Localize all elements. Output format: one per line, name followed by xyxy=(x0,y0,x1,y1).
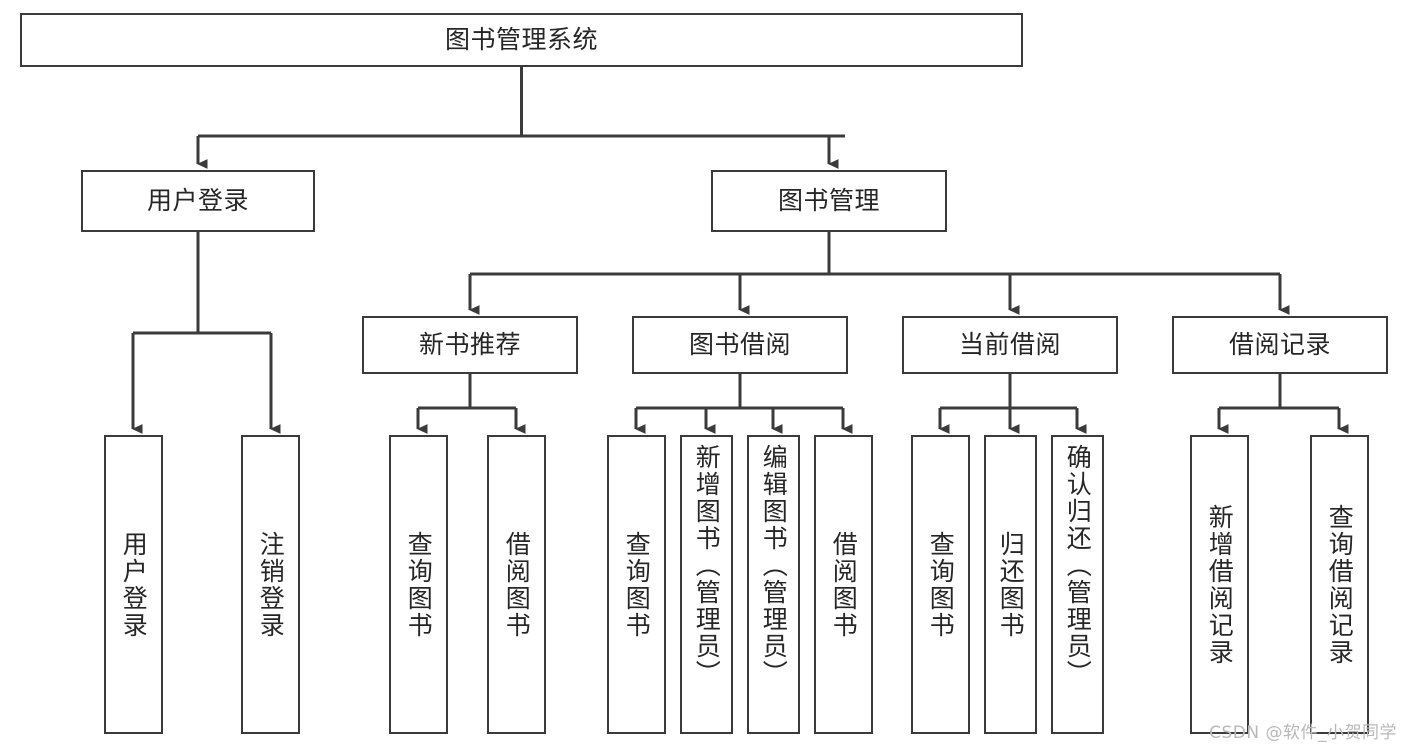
node-current-borrow[interactable]: 当前借阅 xyxy=(902,316,1118,374)
node-user-login[interactable]: 用户登录 xyxy=(81,170,315,232)
leaf-query-book-3-label: 查询图书 xyxy=(926,530,956,639)
leaf-user-logout-label: 注销登录 xyxy=(256,530,286,639)
leaf-user-logout[interactable]: 注销登录 xyxy=(241,435,300,734)
leaf-confirm-return-label: 确认归还（管理员） xyxy=(1063,444,1093,687)
leaf-query-book-2[interactable]: 查询图书 xyxy=(607,435,666,734)
leaf-user-login[interactable]: 用户登录 xyxy=(104,435,163,734)
node-user-login-label: 用户登录 xyxy=(146,186,249,215)
node-current-borrow-label: 当前借阅 xyxy=(958,330,1061,359)
node-root[interactable]: 图书管理系统 xyxy=(20,13,1023,67)
csdn-watermark: CSDN @软件_小贺同学 xyxy=(1209,723,1397,743)
leaf-user-login-label: 用户登录 xyxy=(119,530,149,639)
node-book-borrow-label: 图书借阅 xyxy=(688,330,791,359)
leaf-confirm-return[interactable]: 确认归还（管理员） xyxy=(1051,435,1104,734)
node-new-book-rec-label: 新书推荐 xyxy=(418,330,521,359)
leaf-edit-book-label: 编辑图书（管理员） xyxy=(759,444,789,687)
leaf-add-record-label: 新增借阅记录 xyxy=(1205,503,1235,666)
leaf-query-book-1[interactable]: 查询图书 xyxy=(389,435,448,734)
leaf-add-record[interactable]: 新增借阅记录 xyxy=(1190,435,1249,734)
node-borrow-record[interactable]: 借阅记录 xyxy=(1172,316,1388,374)
leaf-add-book[interactable]: 新增图书（管理员） xyxy=(680,435,733,734)
leaf-query-book-3[interactable]: 查询图书 xyxy=(911,435,970,734)
leaf-borrow-book-1[interactable]: 借阅图书 xyxy=(487,435,546,734)
leaf-query-book-2-label: 查询图书 xyxy=(622,530,652,639)
leaf-query-record[interactable]: 查询借阅记录 xyxy=(1310,435,1369,734)
leaf-return-book[interactable]: 归还图书 xyxy=(984,435,1037,734)
leaf-return-book-label: 归还图书 xyxy=(996,530,1026,639)
node-root-label: 图书管理系统 xyxy=(444,25,598,54)
leaf-query-record-label: 查询借阅记录 xyxy=(1325,503,1355,666)
node-borrow-record-label: 借阅记录 xyxy=(1228,330,1331,359)
leaf-add-book-label: 新增图书（管理员） xyxy=(692,444,722,687)
leaf-edit-book[interactable]: 编辑图书（管理员） xyxy=(747,435,800,734)
node-book-borrow[interactable]: 图书借阅 xyxy=(632,316,848,374)
leaf-borrow-book-2-label: 借阅图书 xyxy=(829,530,859,639)
leaf-borrow-book-2[interactable]: 借阅图书 xyxy=(814,435,873,734)
leaf-borrow-book-1-label: 借阅图书 xyxy=(502,530,532,639)
node-book-manage[interactable]: 图书管理 xyxy=(711,170,947,232)
leaf-query-book-1-label: 查询图书 xyxy=(404,530,434,639)
node-book-manage-label: 图书管理 xyxy=(777,186,880,215)
node-new-book-rec[interactable]: 新书推荐 xyxy=(362,316,578,374)
